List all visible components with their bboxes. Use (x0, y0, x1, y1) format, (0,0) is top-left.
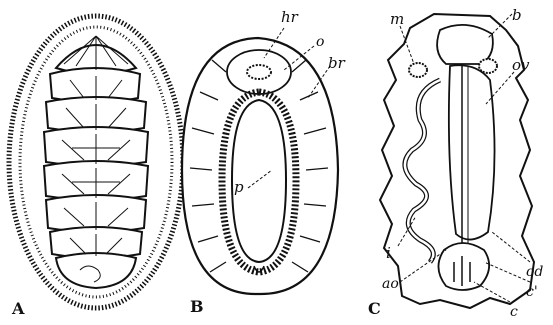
label-od: od (526, 264, 543, 280)
label-b: b (512, 6, 522, 24)
mouth (247, 65, 271, 79)
buccal-mass (437, 25, 493, 64)
label-br: br (328, 54, 346, 72)
panel-label-c: C (368, 299, 381, 318)
heart (438, 243, 489, 290)
label-ov: ov (512, 56, 530, 74)
label-i: i (386, 244, 391, 262)
label-m: m (390, 10, 404, 28)
label-hr: hr (281, 8, 299, 26)
ovary (449, 65, 495, 239)
panel-b-chiton-ventral: hr o br p B (182, 8, 346, 316)
label-ao: ao (382, 276, 399, 292)
gill-left (409, 63, 427, 77)
label-c: c (510, 304, 518, 320)
label-p: p (234, 178, 244, 196)
panel-a-chiton-dorsal: A (9, 16, 183, 318)
shell-plate-8 (56, 253, 136, 288)
label-o: o (316, 34, 324, 50)
panel-c-internal-anatomy: m b ov i ao od c' c C (368, 6, 543, 320)
panel-label-b: B (190, 297, 204, 316)
panel-label-a: A (11, 299, 25, 318)
label-c-prime: c' (526, 284, 538, 300)
